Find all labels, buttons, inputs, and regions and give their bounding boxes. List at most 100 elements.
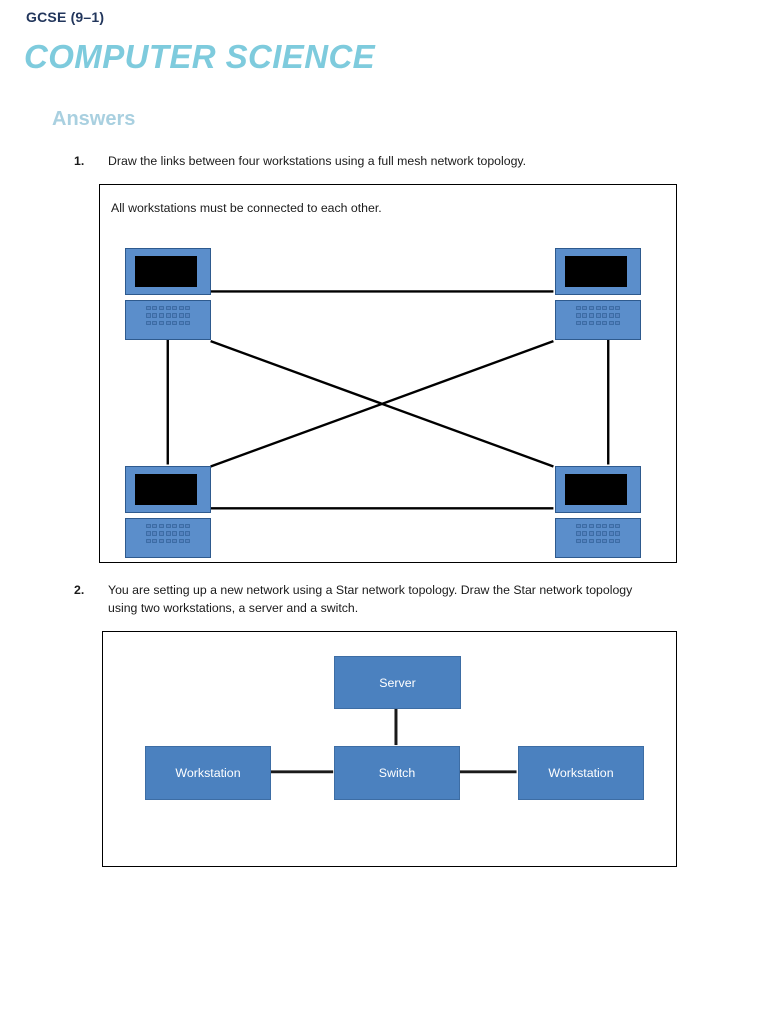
keyboard-key-row (126, 306, 210, 311)
keyboard-key (615, 320, 621, 326)
keyboard-key (602, 313, 608, 318)
mesh-node-ws-bottom-left[interactable] (125, 466, 211, 558)
keyboard-key (178, 538, 184, 544)
screen (135, 474, 197, 505)
keyboard-key-row (556, 306, 640, 311)
keyboard-key (595, 524, 601, 529)
keyboard-key (575, 524, 581, 529)
keyboard-key (172, 306, 178, 311)
keyboard-key (185, 306, 191, 311)
keyboard-key (145, 313, 151, 318)
keyboard-key (582, 524, 588, 529)
keyboard-key-row (126, 524, 210, 529)
keyboard-key (595, 313, 601, 318)
keyboard-key (172, 531, 178, 536)
keyboard-key-row (556, 531, 640, 536)
keyboard-key (602, 538, 608, 544)
keyboard-key (178, 524, 184, 529)
keyboard-key (145, 538, 151, 544)
question-2-text: You are setting up a new network using a… (108, 583, 633, 615)
keyboard-key (615, 531, 621, 536)
mesh-node-ws-bottom-right[interactable] (555, 466, 641, 558)
keyboard-key (608, 320, 614, 326)
keyboard-key (158, 531, 164, 536)
mesh-node-ws-top-right[interactable] (555, 248, 641, 340)
keyboard-key (588, 538, 594, 544)
screen (565, 256, 627, 287)
keyboard-key (145, 306, 151, 311)
keyboard-key (608, 313, 614, 318)
star-node-workstation-right[interactable]: Workstation (518, 746, 644, 800)
qualification-label: GCSE (9–1) (26, 9, 105, 25)
keyboard-icon (555, 300, 641, 340)
keyboard-icon (555, 518, 641, 558)
keyboard-key (185, 313, 191, 318)
keyboard-key (608, 524, 614, 529)
keyboard-key (595, 531, 601, 536)
question-2-number: 2. (74, 583, 85, 597)
keyboard-key (165, 538, 171, 544)
question-2: 2. You are setting up a new network usin… (74, 581, 664, 617)
keyboard-key-row (556, 538, 640, 544)
keyboard-key (575, 538, 581, 544)
keyboard-icon (125, 300, 211, 340)
keyboard-key (595, 320, 601, 326)
star-node-switch[interactable]: Switch (334, 746, 460, 800)
keyboard-key (165, 320, 171, 326)
keyboard-key (608, 538, 614, 544)
keyboard-key (158, 320, 164, 326)
mesh-links-layer (166, 290, 610, 510)
keyboard-key (178, 306, 184, 311)
keyboard-key (615, 538, 621, 544)
keyboard-key (165, 524, 171, 529)
monitor-icon (555, 248, 641, 295)
keyboard-key (172, 320, 178, 326)
keyboard-key-row (126, 313, 210, 318)
keyboard-key-row (556, 320, 640, 326)
keyboard-key (575, 306, 581, 311)
keyboard-key (615, 524, 621, 529)
keyboard-key (158, 313, 164, 318)
subject-title: COMPUTER SCIENCE (24, 38, 376, 75)
page-title: Answers (52, 108, 136, 130)
keyboard-key (158, 306, 164, 311)
keyboard-key (165, 531, 171, 536)
mesh-topology-diagram: All workstations must be connected to ea… (99, 184, 677, 563)
keyboard-key (172, 524, 178, 529)
keyboard-key (602, 524, 608, 529)
screen (135, 256, 197, 287)
keyboard-key (608, 531, 614, 536)
keyboard-key (602, 531, 608, 536)
mesh-node-ws-top-left[interactable] (125, 248, 211, 340)
keyboard-key (145, 531, 151, 536)
star-node-workstation-left[interactable]: Workstation (145, 746, 271, 800)
keyboard-key (602, 306, 608, 311)
keyboard-key (172, 538, 178, 544)
monitor-icon (125, 248, 211, 295)
keyboard-key (158, 524, 164, 529)
keyboard-key (158, 538, 164, 544)
keyboard-key (615, 306, 621, 311)
keyboard-key (185, 524, 191, 529)
mesh-diagram-note: All workstations must be connected to ea… (111, 201, 382, 215)
keyboard-key (582, 538, 588, 544)
star-node-server[interactable]: Server (334, 656, 461, 709)
keyboard-key (582, 531, 588, 536)
keyboard-key (575, 320, 581, 326)
star-links-layer (270, 708, 517, 774)
keyboard-key (165, 306, 171, 311)
keyboard-key (152, 524, 158, 529)
keyboard-key (582, 313, 588, 318)
keyboard-key (615, 313, 621, 318)
question-1-number: 1. (74, 154, 85, 168)
keyboard-key (152, 531, 158, 536)
keyboard-key (575, 531, 581, 536)
keyboard-key (595, 306, 601, 311)
keyboard-key-row (126, 320, 210, 326)
monitor-icon (125, 466, 211, 513)
keyboard-key-row (126, 531, 210, 536)
keyboard-key (588, 313, 594, 318)
keyboard-key (185, 320, 191, 326)
question-1-text: Draw the links between four workstations… (108, 154, 527, 168)
keyboard-key (185, 531, 191, 536)
